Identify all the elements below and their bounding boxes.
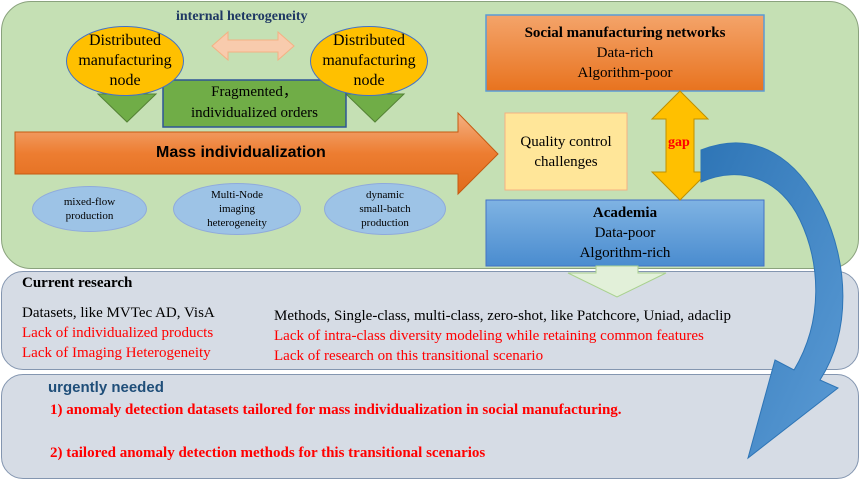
social-networks-line-2: Algorithm-poor [577,65,673,81]
node-right-line-1: Distributed [332,32,405,49]
node-right-line-2: manufacturing [322,52,416,69]
social-networks-text: Social manufacturing networks Data-rich … [486,23,764,83]
social-networks-title: Social manufacturing networks [524,25,726,41]
current-research-title: Current research [22,275,133,291]
ellipse-3-line-1: dynamic [366,189,404,201]
ellipse-2-line-1: Multi-Node [211,189,263,201]
urgently-needed-item-1: 1) anomaly detection datasets tailored f… [50,402,622,418]
dynamic-small-batch-ellipse: dynamic small-batch production [324,183,446,235]
quality-box [504,112,628,191]
urgently-needed-title: urgently needed [48,379,164,396]
research-datasets-list: Datasets, like MVTec AD, VisA Lack of in… [22,303,215,363]
orders-text: Fragmented， individualized orders [163,82,346,124]
node-right-line-3: node [353,72,385,89]
ellipse-1-line-2: production [65,210,114,222]
orders-line-1: Fragmented， [211,84,298,100]
academia-text: Academia Data-poor Algorithm-rich [486,203,764,263]
quality-text: Quality control challenges [505,132,627,172]
node-left-line-1: Distributed [88,32,161,49]
internal-heterogeneity-arrow [211,30,295,62]
internal-heterogeneity-label: internal heterogeneity [176,9,308,24]
gap-label: gap [668,135,690,150]
urgently-needed-item-2: 2) tailored anomaly detection methods fo… [50,445,486,461]
current-research-panel [1,271,859,370]
research-methods-list: Methods, Single-class, multi-class, zero… [274,306,731,366]
ellipse-1-line-1: mixed-flow [63,196,116,208]
academia-box [485,199,765,267]
research-right-line-2: Lack of intra-class diversity modeling w… [274,328,704,344]
research-left-line-1: Datasets, like MVTec AD, VisA [22,305,215,321]
academia-line-1: Data-poor [594,225,656,241]
research-right-line-1: Methods, Single-class, multi-class, zero… [274,308,731,324]
urgently-needed-panel [1,374,859,479]
node-left-line-2: manufacturing [78,52,172,69]
research-left-line-3: Lack of Imaging Heterogeneity [22,345,211,361]
node-left-line-3: node [109,72,141,89]
ellipse-2-line-2: imaging [218,203,256,215]
academia-title: Academia [592,205,658,221]
multi-node-imaging-ellipse: Multi-Node imaging heterogeneity [173,183,301,235]
curved-arrow [700,142,844,460]
down-arrow-white [567,265,667,298]
ellipse-2-line-3: heterogeneity [207,217,267,229]
ellipse-3-line-3: production [361,217,409,229]
gap-arrow [650,90,710,201]
orders-box [162,79,347,128]
research-left-line-2: Lack of individualized products [22,325,214,341]
ellipse-3-line-2: small-batch [359,203,411,215]
orders-line-2: individualized orders [190,105,319,121]
mixed-flow-production-ellipse: mixed-flow production [32,186,147,232]
quality-line-1: Quality control [520,134,612,150]
social-networks-box [485,14,765,92]
mass-individualization-label: Mass individualization [156,144,326,161]
distributed-node-right: Distributed manufacturing node [310,26,428,96]
mass-individualization-arrow [14,111,499,196]
academia-line-2: Algorithm-rich [579,245,671,261]
quality-line-2: challenges [534,154,598,170]
research-right-line-3: Lack of research on this transitional sc… [274,348,544,364]
distributed-node-left: Distributed manufacturing node [66,26,184,96]
social-networks-line-1: Data-rich [596,45,654,61]
